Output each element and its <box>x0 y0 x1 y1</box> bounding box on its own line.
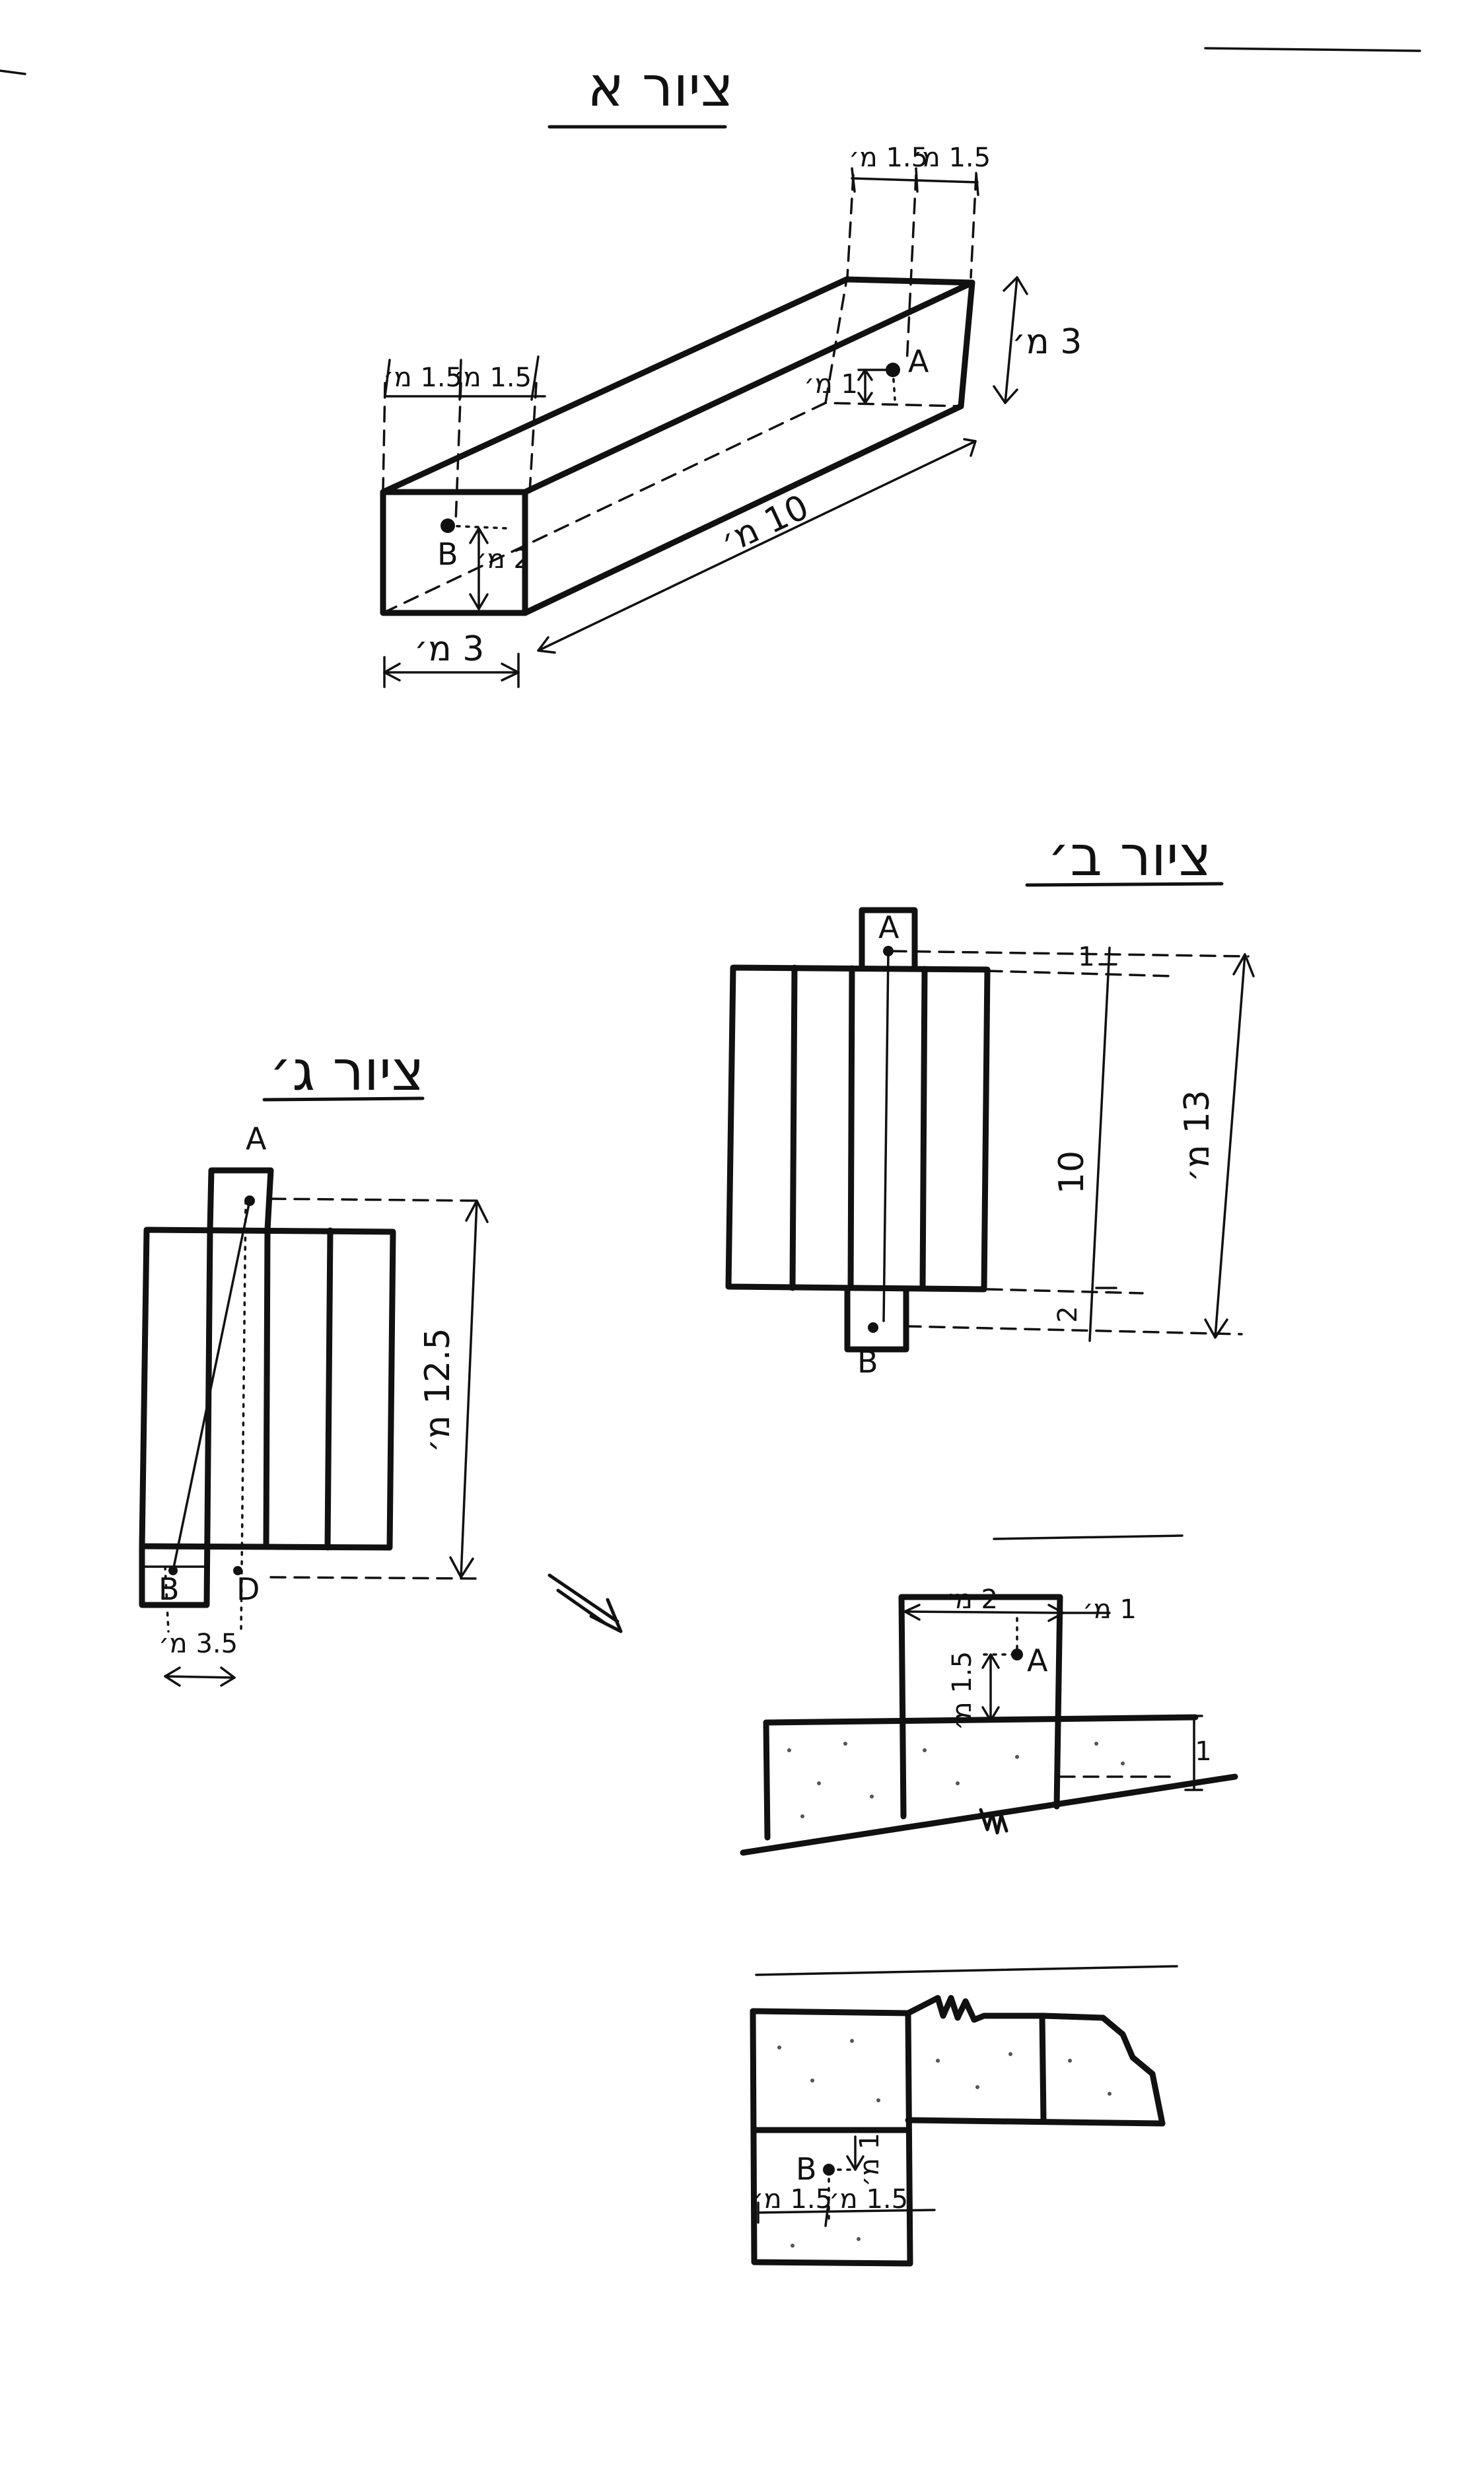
figure-b-points: A B <box>857 909 900 1380</box>
detail-upper-dim-a: 1.5 מ׳ <box>947 1651 977 1730</box>
figure-b: ציור ב׳ A B <box>725 824 1255 1380</box>
figure-c-title: ציור ג׳ <box>269 1038 424 1103</box>
figure-c-points: A B D <box>159 1121 267 1633</box>
detail-lower-speckles <box>777 2039 1112 2248</box>
figure-a-dim-height: 3 מ׳ <box>1012 322 1082 362</box>
figure-a-dim-top-right: 1.5 מ׳ <box>911 143 991 173</box>
figure-a-label-a: A <box>908 343 929 379</box>
detail-lower-dim-b: 1 מ׳ <box>855 2133 885 2187</box>
detail-upper: 2 מ׳ 1 מ׳ A 1.5 מ׳ 1 <box>740 1534 1238 1856</box>
detail-lower-dim-left: 1.5 מ׳ <box>753 2184 832 2215</box>
figure-a-width-dim: 3 מ׳ <box>383 629 520 688</box>
figure-b-label-b: B <box>857 1344 878 1380</box>
detail-lower-dim-right: 1.5 מ׳ <box>829 2184 908 2215</box>
figure-c: ציור ג׳ A B D 12 <box>139 1038 489 1687</box>
figure-a-dim-front-left: 1.5 מ׳ <box>383 363 462 393</box>
figure-b-extension-lines <box>890 950 1250 1335</box>
figure-a-label-b: B <box>437 536 458 572</box>
figure-c-label-a: A <box>246 1121 267 1157</box>
detail-upper-dim-side: 1 <box>1195 1736 1211 1767</box>
detail-upper-dim-width: 2 מ׳ <box>944 1584 998 1615</box>
figure-b-dims: 1 10 2 13 מ׳ <box>1052 942 1255 1342</box>
figure-a-point-a: A 1 מ׳ <box>804 343 929 404</box>
figure-b-title: ציור ב׳ <box>1047 824 1211 888</box>
figure-a-dim-top-left: 1.5 מ׳ <box>849 143 928 173</box>
figure-a-height-dim: 3 מ׳ <box>993 276 1082 404</box>
figure-a-dim-b-height: 2 מ׳ <box>476 544 530 575</box>
figure-c-label-d: D <box>236 1571 260 1607</box>
detail-upper-dim-right: 1 מ׳ <box>1082 1594 1137 1625</box>
figure-c-label-b: B <box>159 1571 180 1607</box>
detail-lower-label-b: B <box>796 2151 817 2187</box>
figure-b-panels <box>725 907 991 1353</box>
detail-upper-label-a: A <box>1027 1643 1048 1678</box>
double-arrow-icon <box>548 1573 623 1633</box>
figure-a-dim-front-right: 1.5 מ׳ <box>452 363 532 393</box>
figure-a-front-dims: 1.5 מ׳ 1.5 מ׳ <box>382 355 546 523</box>
figure-b-label-a: A <box>878 909 900 945</box>
figure-b-dim-bottom: 2 <box>1053 1306 1083 1322</box>
figure-a-dim-width: 3 מ׳ <box>414 629 485 669</box>
figure-c-dims: 12.5 מ׳ 3.5 מ׳ <box>159 1197 489 1687</box>
figure-b-dim-mid: 10 <box>1052 1151 1092 1194</box>
page-marks <box>0 47 1421 75</box>
figure-b-dim-top: 1 <box>1078 942 1094 972</box>
figure-a-dim-a-height: 1 מ׳ <box>804 369 858 400</box>
figure-c-dim-height: 12.5 מ׳ <box>418 1328 458 1452</box>
figure-a-title: ציור א <box>587 54 734 119</box>
detail-upper-speckles <box>787 1742 1125 1818</box>
detail-lower: B 1 מ׳ 1.5 מ׳ 1.5 מ׳ <box>750 1965 1178 2267</box>
figure-a: ציור א 1.5 מ׳ 1.5 מ׳ A <box>380 54 1082 688</box>
figure-a-length-dim: 10 מ׳ <box>537 438 977 654</box>
figure-c-dim-bd: 3.5 מ׳ <box>159 1629 238 1659</box>
figure-a-box <box>380 276 975 616</box>
figure-a-point-b: B 2 מ׳ <box>437 518 530 610</box>
figure-c-panels <box>139 1167 396 1608</box>
figure-b-dim-total: 13 מ׳ <box>1178 1090 1217 1182</box>
figure-a-top-dims: 1.5 מ׳ 1.5 מ׳ <box>846 143 991 366</box>
